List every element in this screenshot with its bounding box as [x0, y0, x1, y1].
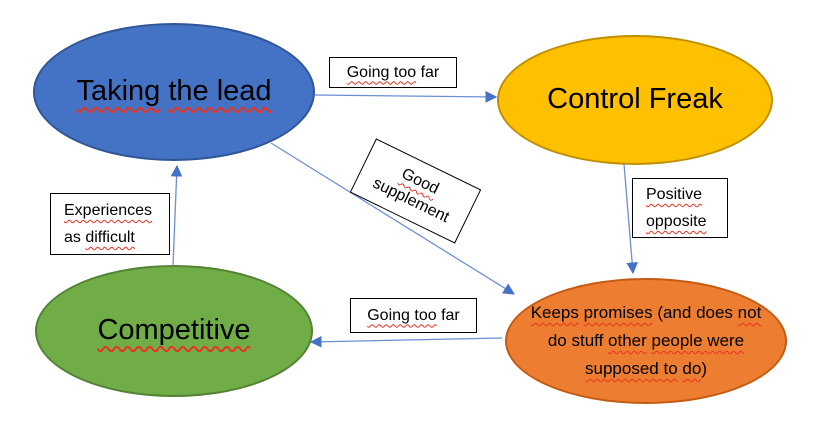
node-control-freak: Control Freak: [497, 35, 773, 165]
edge-label-going-too-far-bottom: Going too far: [350, 298, 477, 333]
node-competitive: Competitive: [35, 265, 313, 397]
arrow-taking-to-control: [314, 91, 498, 103]
arrow-competitive-to-taking: [170, 164, 183, 267]
arrow-control-to-keeps: [623, 163, 638, 275]
node-taking-the-lead: Taking the lead: [33, 23, 315, 161]
edge-label-going-too-far-bottom-text: Going too far: [367, 306, 460, 324]
node-control-freak-label: Control Freak: [547, 83, 723, 116]
arrow-keeps-to-competitive: [309, 335, 503, 348]
arrow-taking-to-keeps: [270, 142, 515, 295]
node-taking-the-lead-label: Taking the lead: [76, 75, 272, 108]
node-competitive-label: Competitive: [97, 314, 251, 347]
edge-label-going-too-far-top-text: Going too far: [346, 63, 440, 81]
edge-label-going-too-far-top: Going too far: [329, 57, 457, 88]
